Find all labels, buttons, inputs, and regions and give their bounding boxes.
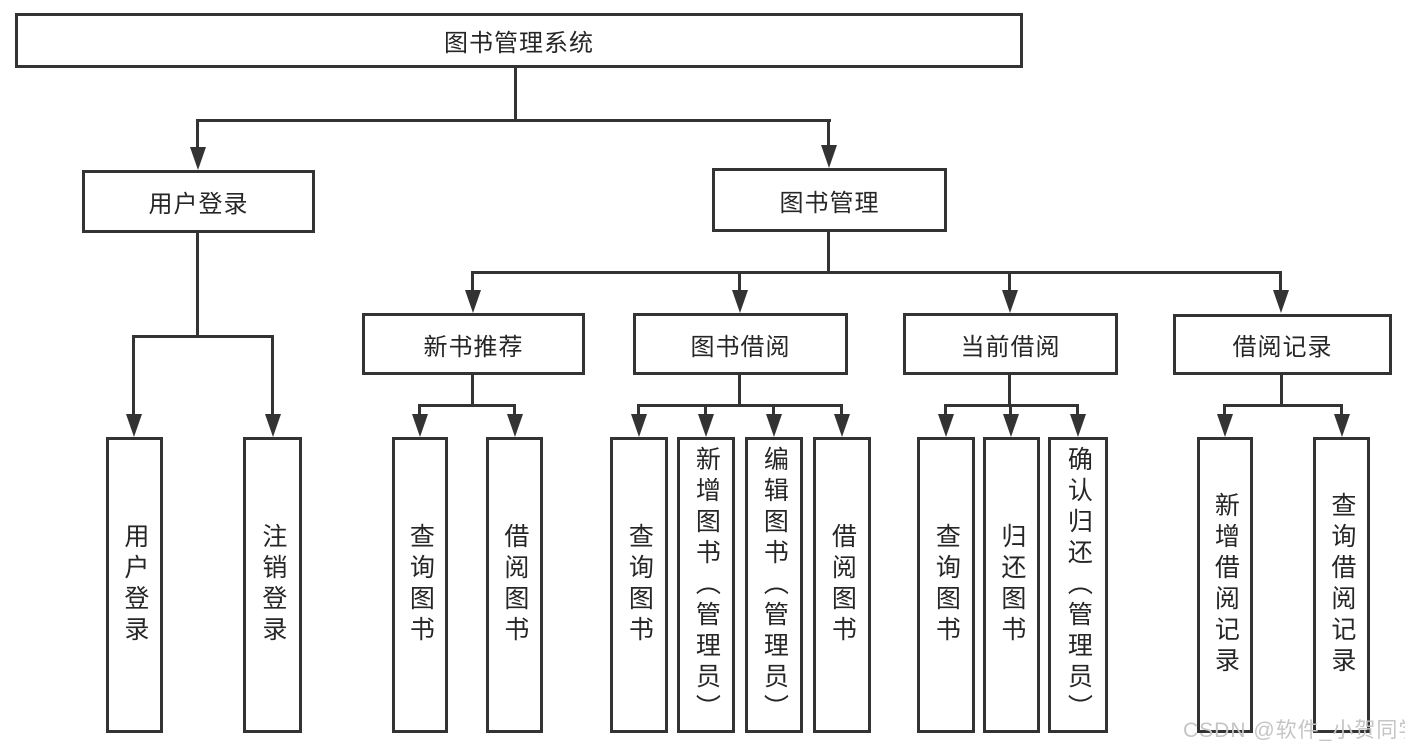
arrow-down-icon xyxy=(265,414,281,437)
arrow-down-icon xyxy=(766,414,782,437)
leaf-borrow-books-2: 借阅图书 xyxy=(813,437,871,733)
leaf-query-borrow-record: 查询借阅记录 xyxy=(1313,437,1370,733)
connector-line xyxy=(1008,271,1011,293)
node-book-management: 图书管理 xyxy=(712,168,947,232)
node-library-system: 图书管理系统 xyxy=(15,13,1023,68)
leaf-user-login: 用户登录 xyxy=(106,437,163,733)
arrow-down-icon xyxy=(1002,290,1018,313)
connector-line xyxy=(738,271,741,293)
arrow-down-icon xyxy=(1273,290,1289,313)
arrow-down-icon xyxy=(698,414,714,437)
arrow-down-icon xyxy=(412,414,428,437)
connector-line xyxy=(471,374,474,407)
connector-line xyxy=(197,119,831,122)
arrow-down-icon xyxy=(834,414,850,437)
arrow-down-icon xyxy=(465,290,481,313)
arrow-down-icon xyxy=(1070,414,1086,437)
connector-line xyxy=(133,335,274,338)
arrow-down-icon xyxy=(507,414,523,437)
connector-line xyxy=(1280,374,1283,407)
node-borrow-records: 借阅记录 xyxy=(1173,314,1392,375)
connector-line xyxy=(420,404,516,407)
arrow-down-icon xyxy=(126,414,142,437)
connector-line xyxy=(1340,404,1343,417)
connector-line xyxy=(772,404,775,417)
leaf-edit-books-admin: 编辑图书（管理员） xyxy=(745,437,803,733)
connector-line xyxy=(271,335,274,417)
connector-line xyxy=(132,335,135,417)
connector-line xyxy=(418,404,421,417)
connector-line xyxy=(472,271,1282,274)
leaf-borrow-books-1: 借阅图书 xyxy=(486,437,543,733)
leaf-add-books-admin: 新增图书（管理员） xyxy=(677,437,735,733)
arrow-down-icon xyxy=(1334,414,1350,437)
arrow-down-icon xyxy=(821,145,837,168)
node-new-book-recommend: 新书推荐 xyxy=(362,313,585,375)
connector-line xyxy=(637,404,640,417)
node-user-login: 用户登录 xyxy=(82,170,315,233)
arrow-down-icon xyxy=(190,147,206,170)
leaf-add-borrow-record: 新增借阅记录 xyxy=(1197,437,1253,733)
leaf-return-books: 归还图书 xyxy=(983,437,1040,733)
arrow-down-icon xyxy=(631,414,647,437)
connector-line xyxy=(1279,271,1282,293)
connector-line xyxy=(1223,404,1226,417)
node-book-borrowing: 图书借阅 xyxy=(633,313,848,375)
connector-line xyxy=(840,404,843,417)
connector-line xyxy=(827,119,830,148)
connector-line xyxy=(738,374,741,407)
leaf-logout: 注销登录 xyxy=(243,437,302,733)
arrow-down-icon xyxy=(1003,414,1019,437)
leaf-query-books-3: 查询图书 xyxy=(917,437,975,733)
arrow-down-icon xyxy=(732,290,748,313)
connector-line xyxy=(704,404,707,417)
arrow-down-icon xyxy=(938,414,954,437)
connector-line xyxy=(196,119,199,150)
connector-line xyxy=(196,232,199,338)
leaf-query-books-2: 查询图书 xyxy=(610,437,668,733)
connector-line xyxy=(513,404,516,417)
connector-line xyxy=(1008,374,1011,407)
connector-line xyxy=(1225,404,1342,407)
connector-line xyxy=(639,404,843,407)
connector-line xyxy=(946,404,1079,407)
leaf-query-books-1: 查询图书 xyxy=(392,437,448,733)
connector-line xyxy=(1009,404,1012,417)
arrow-down-icon xyxy=(1217,414,1233,437)
leaf-confirm-return-admin: 确认归还（管理员） xyxy=(1048,437,1108,733)
csdn-watermark: CSDN @软件_小贺同学 xyxy=(1183,719,1405,742)
connector-line xyxy=(514,68,517,121)
connector-line xyxy=(827,231,830,274)
connector-line xyxy=(471,271,474,293)
node-current-borrowing: 当前借阅 xyxy=(903,313,1118,375)
connector-line xyxy=(1076,404,1079,417)
connector-line xyxy=(944,404,947,417)
